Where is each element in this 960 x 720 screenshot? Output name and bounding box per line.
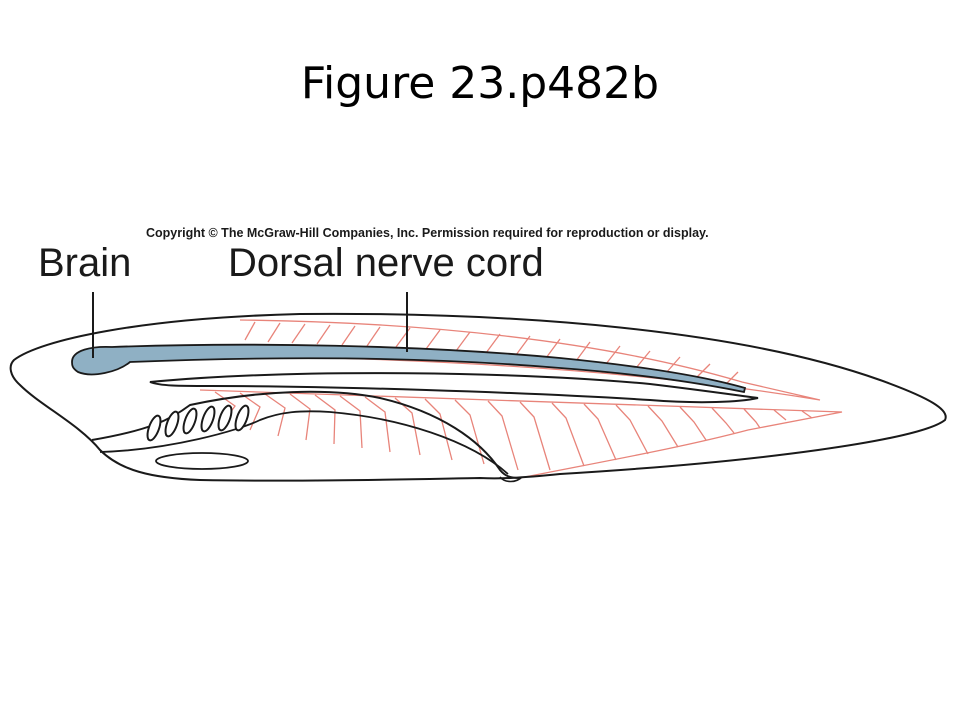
dorsal-nerve-cord-label: Dorsal nerve cord	[228, 241, 544, 285]
brain-label: Brain	[38, 241, 132, 285]
atrium-outline	[99, 410, 509, 475]
lower-chevrons	[214, 391, 813, 471]
gill-slit	[164, 410, 180, 438]
gill-slit	[182, 407, 198, 435]
upper-muscle-band	[239, 319, 821, 401]
gill-slit	[146, 414, 162, 442]
dorsal-nerve-cord	[71, 343, 747, 394]
gill-slit	[200, 405, 216, 433]
ventral-organ	[155, 452, 249, 470]
slide-title: Figure 23.p482b	[300, 58, 660, 109]
gill-slit	[217, 404, 233, 432]
gill-slit	[234, 404, 250, 432]
copyright-notice: Copyright © The McGraw-Hill Companies, I…	[146, 226, 709, 240]
anus	[499, 476, 523, 483]
lower-muscle-band	[199, 389, 843, 479]
upper-chevrons	[244, 321, 739, 385]
gill-slits	[146, 404, 250, 442]
notochord	[149, 372, 759, 404]
